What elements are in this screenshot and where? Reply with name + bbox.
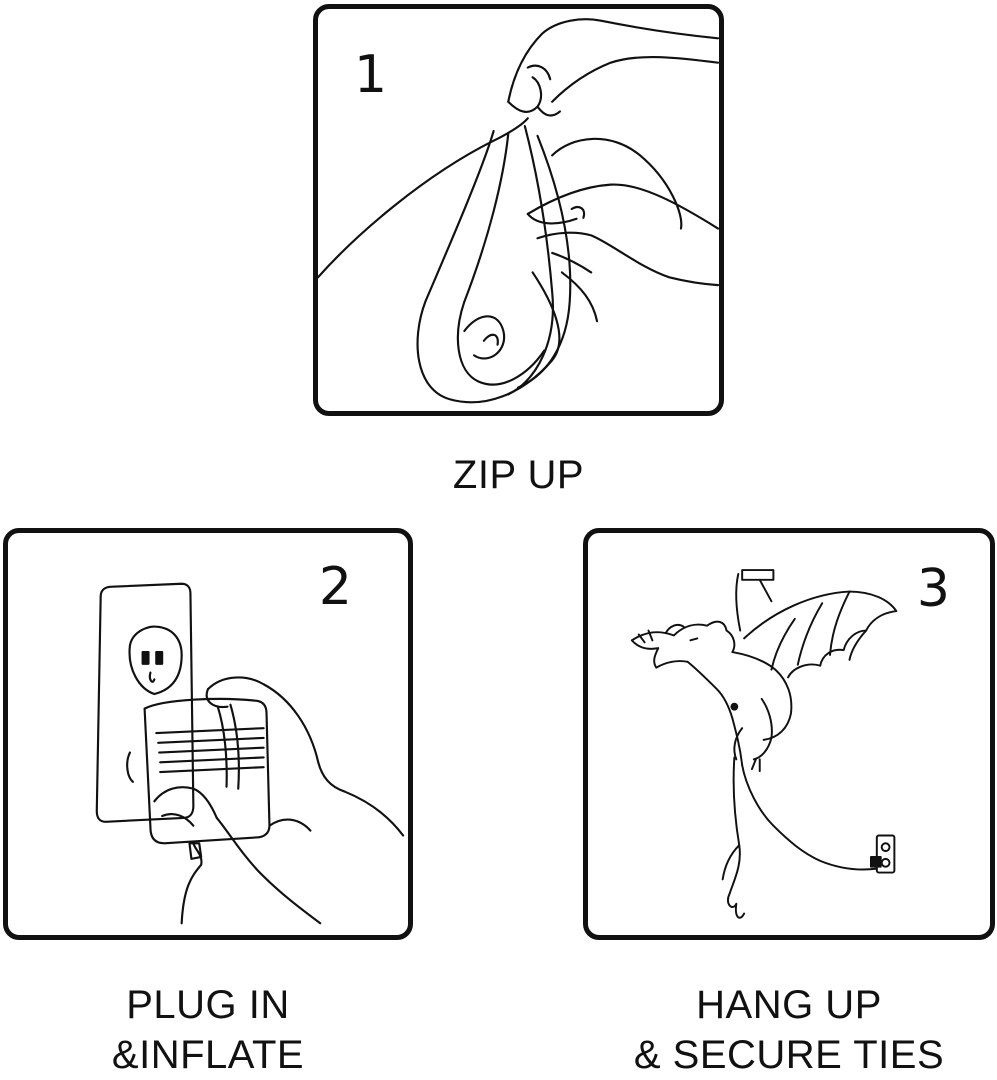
step-number: 2: [318, 557, 352, 617]
step-number: 3: [916, 559, 950, 619]
hands-zipping-fabric-icon: [318, 18, 719, 404]
caption-line: HANG UP: [696, 983, 882, 1027]
step-2-panel: 2: [3, 528, 413, 940]
step-3-caption: HANG UP & SECURE TIES: [583, 980, 995, 1080]
caption-line: &INFLATE: [111, 1033, 305, 1077]
caption-line: PLUG IN: [126, 983, 290, 1027]
step-1-caption: ZIP UP: [313, 450, 724, 500]
hand-plugging-adapter-into-outlet-icon: [95, 582, 405, 925]
step-3-panel: 3: [583, 528, 995, 940]
hanging-dragon-with-hook-and-outlet-icon: [630, 569, 898, 919]
step-1-panel: 1: [313, 4, 724, 416]
step-number: 1: [354, 45, 388, 105]
caption-line: & SECURE TIES: [633, 1033, 945, 1077]
caption-line: ZIP UP: [452, 453, 585, 497]
step-2-caption: PLUG IN &INFLATE: [3, 980, 413, 1080]
